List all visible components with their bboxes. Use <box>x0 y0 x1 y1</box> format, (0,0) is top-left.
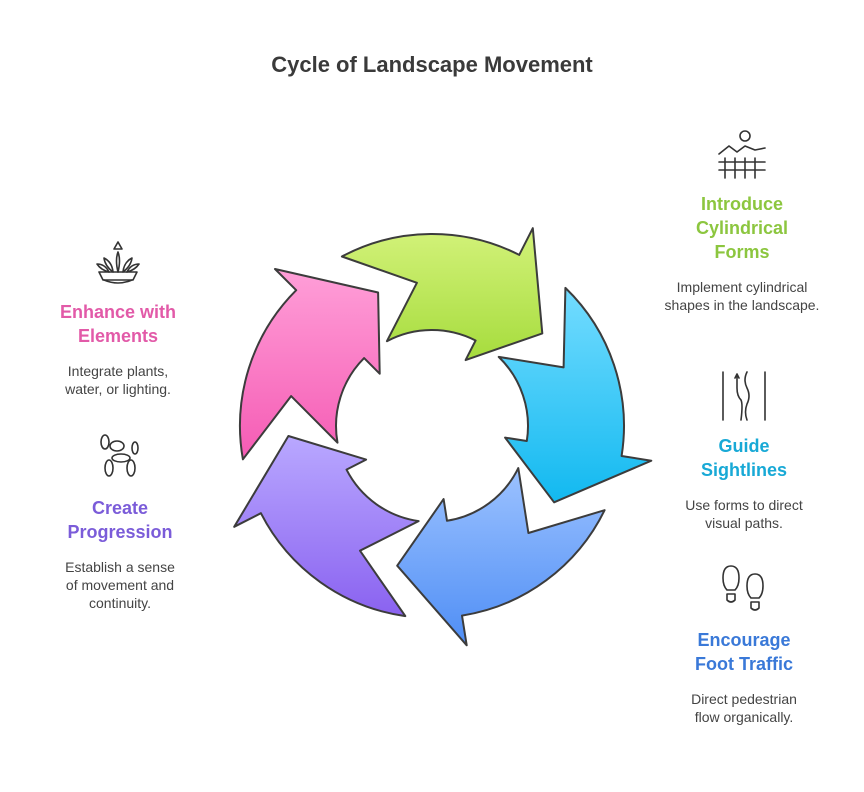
cylindrical-description: Implement cylindrical shapes in the land… <box>664 279 820 313</box>
road-path-icon <box>722 371 766 421</box>
progression-description: Establish a sense of movement and contin… <box>65 559 175 611</box>
progression-heading: Create Progression <box>67 498 173 542</box>
footprints-icon <box>722 565 764 611</box>
cycle-arrow-blue <box>396 467 606 647</box>
cycle-arrow-pink <box>238 268 381 461</box>
sightlines-description: Use forms to direct visual paths. <box>685 497 803 531</box>
plant-bowl-icon <box>96 241 140 284</box>
balloon-dog-icon <box>100 434 139 477</box>
foot-traffic-description: Direct pedestrian flow organically. <box>691 691 797 725</box>
foot-traffic-heading: Encourage Foot Traffic <box>695 630 793 674</box>
cycle-arrow-cyan <box>497 286 653 504</box>
cycle-arrow-purple <box>233 435 420 618</box>
landscape-fence-icon <box>718 130 766 179</box>
item-guide-sightlines: Guide Sightlines Use forms to direct vis… <box>644 370 844 532</box>
sightlines-heading: Guide Sightlines <box>700 436 787 480</box>
page-title: Cycle of Landscape Movement <box>271 52 593 77</box>
cycle-arrow-green <box>340 227 544 362</box>
item-enhance-elements: Enhance with Elements Integrate plants, … <box>18 238 218 398</box>
enhance-description: Integrate plants, water, or lighting. <box>65 363 171 397</box>
cylindrical-heading: Introduce Cylindrical Forms <box>695 194 789 262</box>
item-create-progression: Create Progression Establish a sense of … <box>20 432 220 612</box>
item-cylindrical-forms: Introduce Cylindrical Forms Implement cy… <box>642 128 842 314</box>
enhance-heading: Enhance with Elements <box>59 302 176 346</box>
item-foot-traffic: Encourage Foot Traffic Direct pedestrian… <box>644 562 844 726</box>
